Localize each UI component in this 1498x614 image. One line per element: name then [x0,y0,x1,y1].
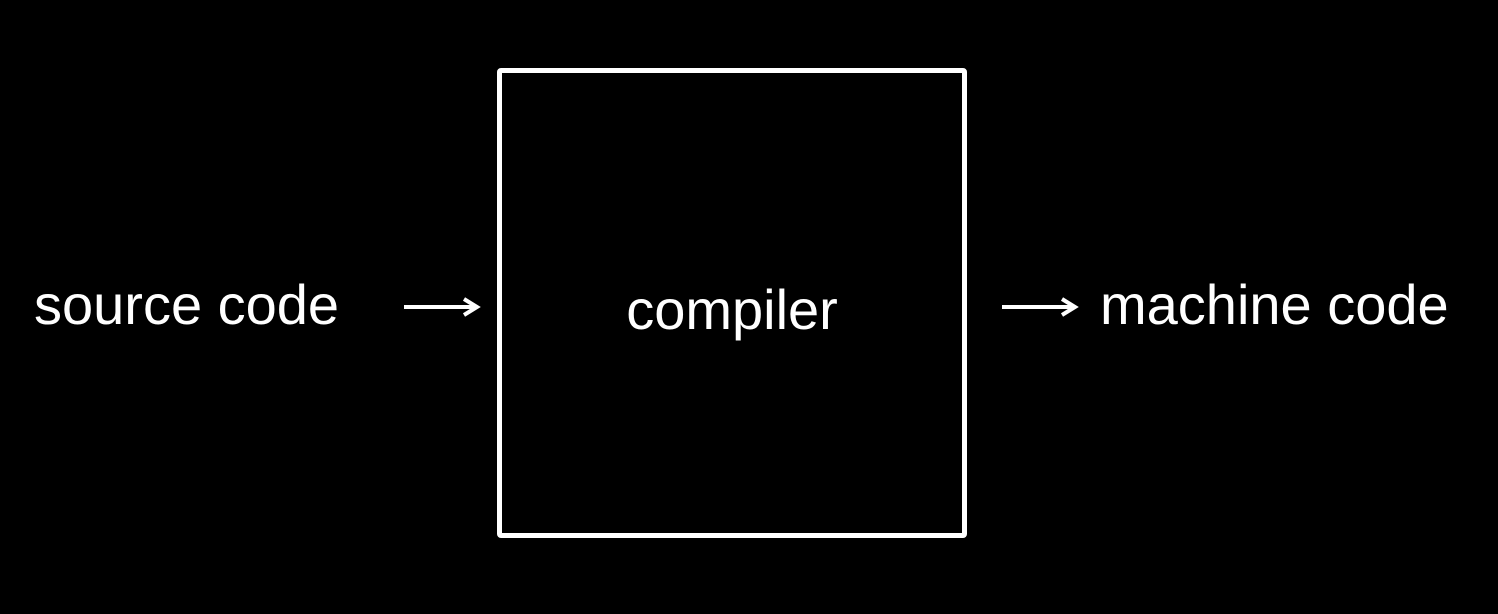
input-arrow-icon [404,297,481,317]
output-arrow-icon [1002,297,1079,317]
machine-code-label: machine code [1100,273,1449,336]
compiler-box: compiler [497,68,967,538]
compiler-label: compiler [626,278,838,341]
source-code-label: source code [34,273,340,336]
